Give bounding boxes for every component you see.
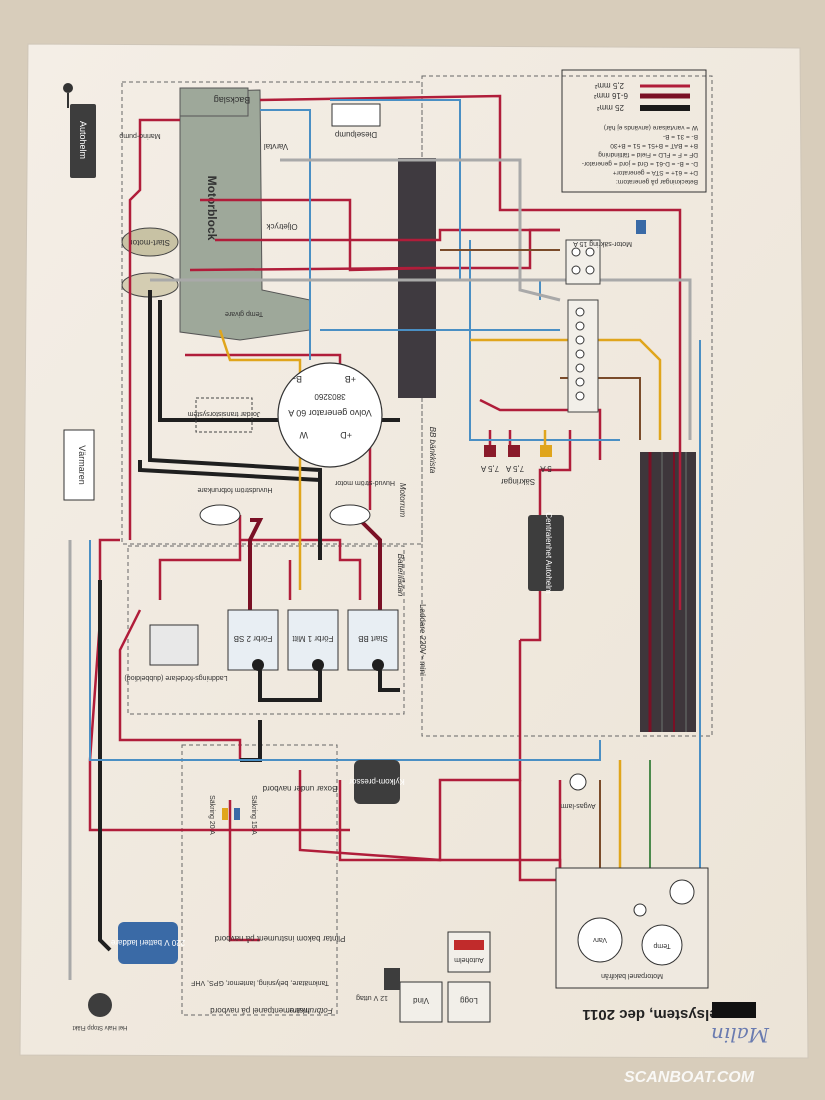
bb-terminal-block	[398, 158, 436, 398]
legend-note-7: W = varvtalsare (används ej här)	[604, 124, 698, 131]
legend-cable-3: 25 mm²	[597, 103, 624, 112]
legend-note-3: D- = B- = D-61 = Grd = jord = generator-	[582, 160, 698, 167]
legend-note-4: DF = F = FLD = Field = fältlindning	[598, 151, 698, 158]
area-batterilada: Batterilådan	[396, 554, 405, 597]
legend-note-6: B- = 31 = B-	[663, 133, 698, 140]
flakt-switch	[88, 993, 112, 1017]
generator: Volvo generator 60 A 3803260 B- +B W +D	[277, 362, 383, 468]
startmotor: Start-motor	[121, 227, 179, 298]
nav-instruments: Logg Vind Autohelm	[399, 931, 491, 1023]
avgaslarm-icon	[569, 773, 587, 791]
varmaren-label: Värmaren	[77, 445, 87, 485]
backslag-label: Backslag	[214, 95, 251, 105]
varmaren-box	[63, 429, 95, 501]
autohelm-small-label: Autohelm	[454, 956, 484, 963]
autohelm-unit: Autohelm	[63, 83, 96, 178]
legend-cable-2: 6-16 mm²	[593, 91, 628, 100]
batt-laddare-box	[118, 922, 178, 964]
legend-box: 2,5 mm² 6-16 mm² 25 mm² Beteckningar på …	[561, 69, 707, 193]
legend-note-1: Beteckningar på generatorn:	[616, 178, 698, 186]
main-busbar	[640, 452, 696, 732]
autohelm-label: Autohelm	[78, 121, 88, 159]
temp-givare-label: Temp givare	[225, 310, 263, 317]
fuse-top-2: 7,5 A	[505, 464, 524, 473]
motorpanel: Varv Temp Motorpanel bakifrån	[555, 867, 709, 989]
top-fuses: 7,5 A 7,5 A 5 A Säkringar	[480, 445, 552, 486]
svg-text:W: W	[299, 430, 308, 440]
instrumentpanel-label: Instrumentpanel på navbord	[210, 1006, 310, 1015]
dieselpump-label: Dieselpump	[334, 130, 377, 139]
kylkompressor-label: Kylkom-pressor	[349, 777, 405, 786]
fuses-navbord: Säkring 20 A Säkring 15 A	[208, 795, 257, 835]
instrumentpanel-note: Tankmätare, belysning, lanternor, GPS, V…	[191, 979, 329, 986]
uttag-box	[384, 968, 400, 990]
wires-darkred	[248, 518, 382, 660]
jordar-label: Jordar transistorsystem	[187, 410, 260, 417]
batt-start: Start BB	[358, 634, 388, 643]
wires-red	[88, 94, 682, 942]
wires-grey	[68, 158, 692, 980]
plintar-label: Plintar bakom instrument på navbord	[215, 934, 346, 943]
main-switches: Huvudström fotbrunkare Huvud-ström motor	[197, 479, 395, 526]
motorblock-label: Motorblock	[205, 176, 219, 241]
boxar-label: Boxar under navbord	[263, 784, 338, 793]
legend-note-5: B+ = BAT = B+51 = 51 = B+30	[610, 142, 698, 149]
laddning-label: Laddnings-fördelare (dubbeldiod)	[124, 674, 227, 681]
legend-note-2: D+ = 61+ = STA = generator+	[613, 169, 698, 176]
batteries: Förbr 2 SB Förbr 1 Mitt Start BB	[227, 609, 399, 671]
avgaslarm-label: Avgas-larm	[560, 802, 595, 809]
legend-cable-1: 2,5 mm²	[594, 81, 624, 90]
uttag-label: 12 V uttag	[356, 994, 388, 1001]
sakringar-label: Säkringar	[501, 477, 536, 486]
document-title: elsystem, dec 2011 Malin	[582, 1002, 770, 1047]
flakt-label: Hel Halv Stopp Fläkt	[72, 1024, 127, 1030]
watermark: SCANBOAT.COM	[624, 1069, 755, 1086]
batt-fobr2: Förbr 2 SB	[234, 634, 273, 643]
title-text: elsystem, dec 2011	[582, 1006, 717, 1023]
motor-fuse: Motor-säkring 15 A	[573, 220, 646, 247]
logg-label: Logg	[460, 996, 478, 1005]
fuse-top-1: 7,5 A	[480, 464, 499, 473]
startmotor-label: Start-motor	[130, 238, 170, 247]
generator-label: Volvo generator 60 A	[288, 408, 372, 418]
oljetryck-label: Oljetryck	[265, 222, 297, 231]
svg-text:+B: +B	[345, 374, 356, 384]
terminal-strip	[565, 239, 601, 413]
marinpump-label: Marino-pump	[119, 132, 160, 139]
laddning-box	[149, 624, 199, 666]
handwriting: Malin	[711, 1023, 770, 1047]
svg-text:B-: B-	[293, 374, 302, 384]
varvtal-label: Varvtal	[264, 142, 289, 151]
svg-text:+D: +D	[340, 430, 352, 440]
fuse-top-3: 5 A	[540, 464, 552, 473]
area-bb: BB bänkkista	[428, 427, 437, 474]
area-motorrum: Motorrum	[398, 483, 407, 518]
centralenhet-label: Centralenhet Autohelm	[544, 512, 553, 594]
centralenhet-box	[528, 515, 564, 591]
sakring-20: Säkring 20 A	[208, 795, 215, 835]
vind-label: Vind	[413, 996, 429, 1005]
motorpanel-label: Motorpanel bakifrån	[601, 972, 663, 980]
kylkompressor-box	[354, 760, 400, 804]
laddare-220-label: Laddare 220V~ mini	[418, 604, 427, 676]
batt-fobr1: Förbr 1 Mitt	[292, 634, 334, 643]
temp-label: Temp	[653, 942, 670, 949]
huvudstrom-fotbrunn: Huvudström fotbrunkare	[197, 486, 272, 493]
batt-laddare-label: 220 V batteri laddare	[110, 938, 185, 947]
sakring-15: Säkring 15 A	[250, 795, 257, 835]
huvudstrom-motor: Huvud-ström motor	[334, 479, 395, 486]
wires-blue	[89, 99, 701, 880]
generator-no: 3803260	[314, 392, 346, 401]
area-fotbrunn: Fotbrunkare:	[287, 1006, 332, 1015]
varv-label: Varv	[593, 936, 607, 943]
motorsakring-label: Motor-säkring 15 A	[573, 240, 632, 247]
dieselpump-box	[331, 103, 381, 127]
